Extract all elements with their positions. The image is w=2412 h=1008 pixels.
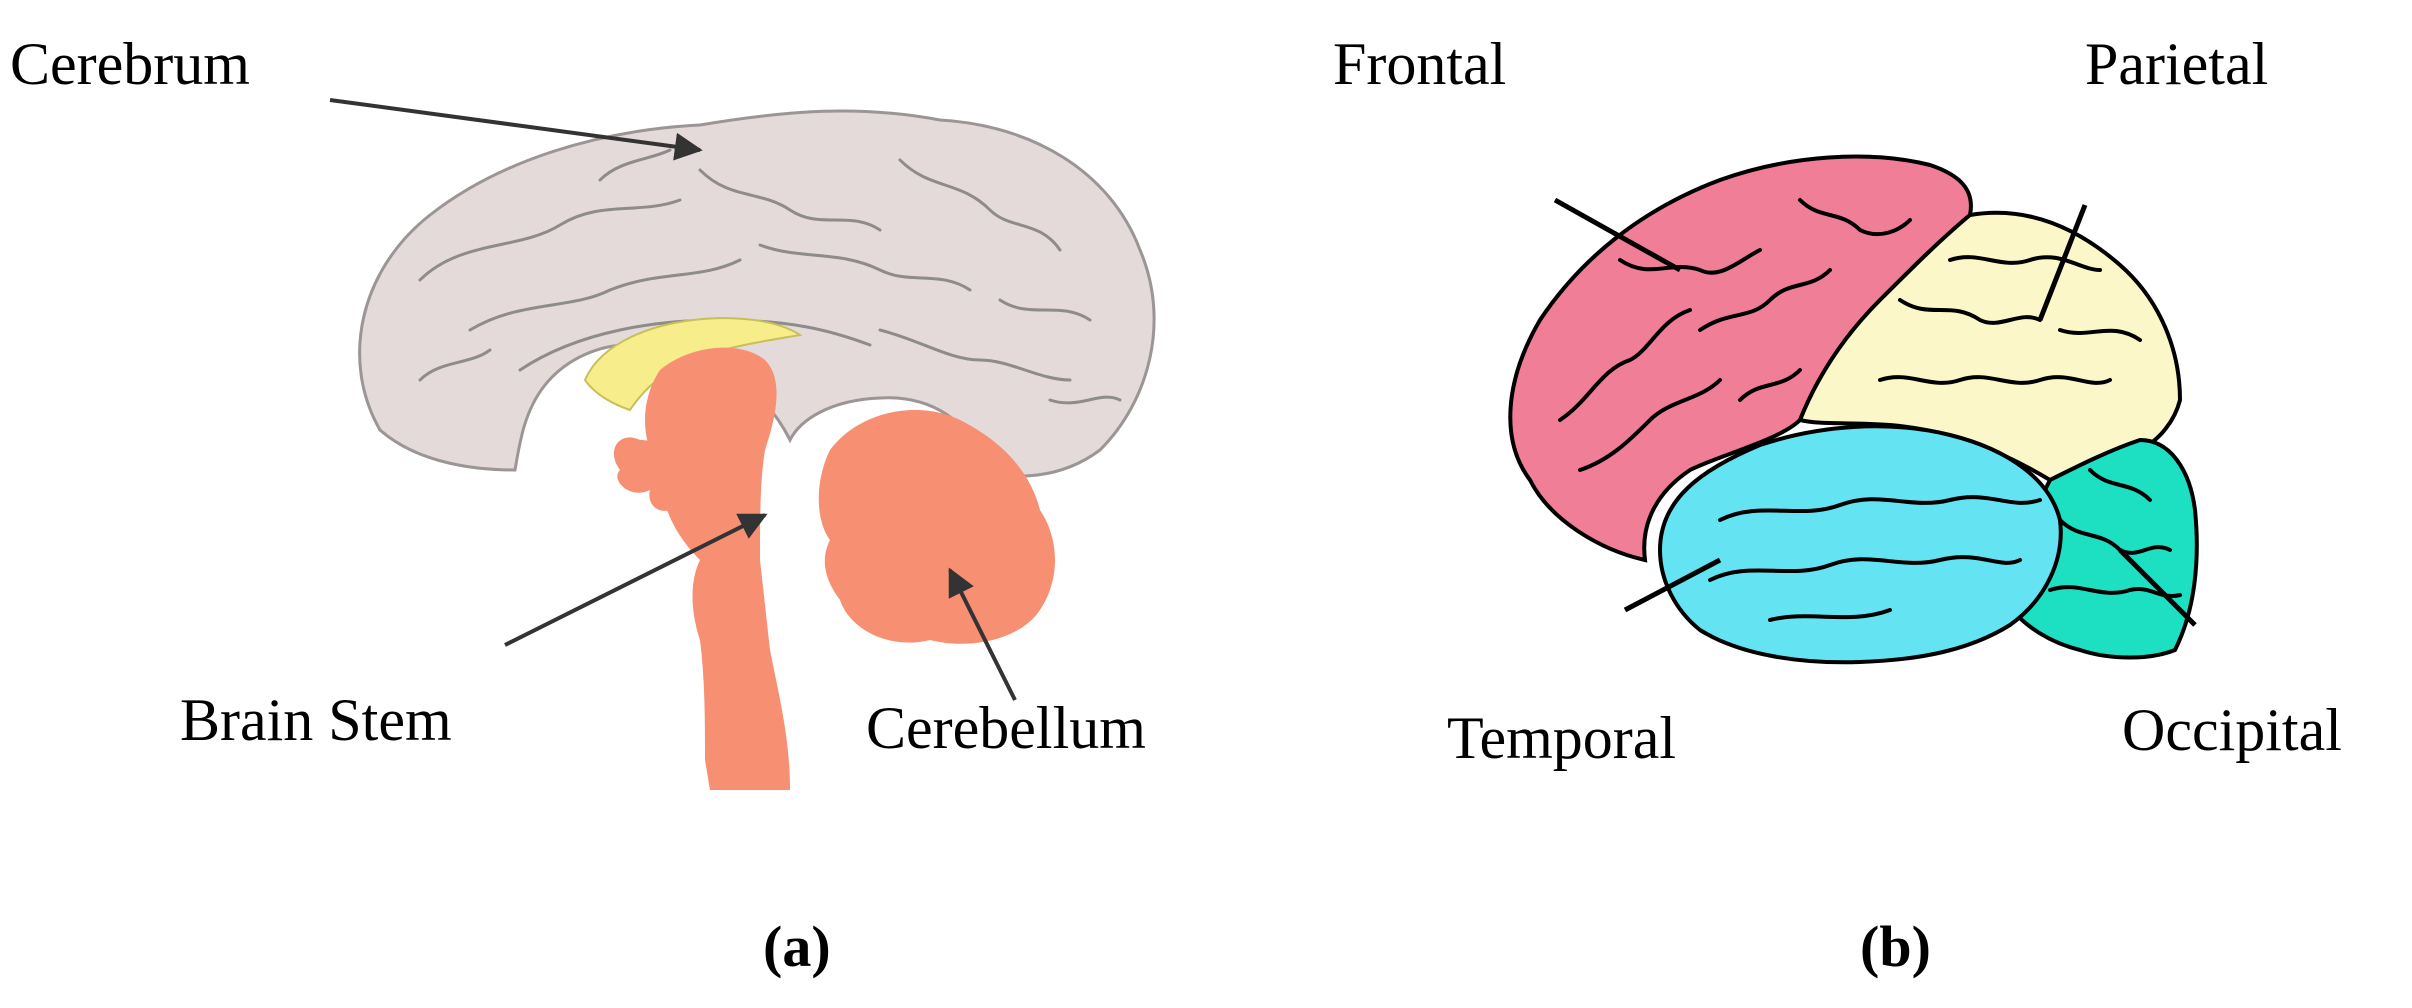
label-cerebrum: Cerebrum [10,31,250,97]
cerebellum-shape [818,410,1055,644]
corpus-callosum-shape [583,316,803,412]
label-temporal: Temporal [1447,705,1677,771]
caption-panel-b: (b) [1860,914,1931,979]
pituitary-shape [613,437,683,511]
frontal-pointer [1553,197,1682,273]
lateral-sulci [1558,198,2182,622]
brain-stem-arrow [504,513,768,647]
cerebellum-arrow [948,567,1017,701]
temporal-lobe-shape [1657,424,2063,665]
panel-b-brain [1508,154,2199,665]
parietal-pointer [2037,204,2088,321]
label-cerebellum: Cerebellum [866,695,1146,761]
cerebrum-arrow [329,98,703,161]
brainstem-shape [645,347,790,790]
label-parietal: Parietal [2085,31,2269,97]
occipital-pointer [2118,548,2197,627]
label-frontal: Frontal [1333,31,1507,97]
cerebrum-sulci [418,148,1122,405]
panel-a-brain [329,98,1156,790]
temporal-pointer [1623,557,1722,613]
parietal-lobe-shape [1797,210,2183,483]
label-brain-stem: Brain Stem [180,687,452,753]
label-occipital: Occipital [2122,697,2342,763]
caption-panel-a: (a) [763,914,831,979]
